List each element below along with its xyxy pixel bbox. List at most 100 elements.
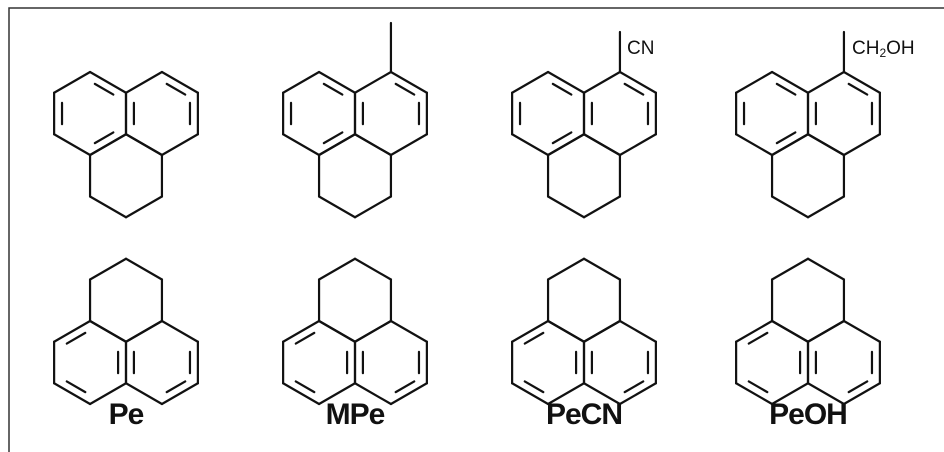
bond — [806, 257, 846, 281]
bond — [546, 382, 586, 406]
bond — [124, 195, 164, 219]
double-bond-inner-line — [394, 82, 416, 96]
double-bond-inner-line — [551, 131, 573, 145]
double-bond-inner-line — [551, 82, 573, 96]
bond — [88, 70, 128, 94]
double-bond-inner-line — [93, 82, 115, 96]
bond — [353, 133, 393, 157]
double-bond-inner-line — [775, 131, 797, 145]
frame-border — [8, 7, 944, 452]
double-bond-inner-line — [65, 380, 87, 394]
bond — [124, 70, 164, 94]
bond — [282, 319, 321, 343]
bond — [511, 70, 550, 94]
label-pe: Pe — [108, 398, 145, 431]
bond — [842, 70, 881, 94]
double-bond-inner-line — [394, 380, 416, 394]
bond — [546, 257, 586, 281]
bond — [735, 133, 774, 157]
double-bond-inner-line — [747, 331, 769, 345]
substituent-ch2oh-label: CH2OH — [852, 38, 915, 60]
bond — [806, 319, 846, 343]
label-peoh: PeOH — [769, 398, 848, 431]
double-bond-inner-line — [294, 380, 316, 394]
bond — [770, 133, 810, 157]
bond — [317, 133, 357, 157]
bond — [124, 257, 164, 281]
bond — [282, 133, 321, 157]
bond — [317, 319, 357, 343]
bond — [511, 382, 550, 406]
double-bond-inner-line — [847, 380, 869, 394]
label-mpe: MPe — [325, 398, 386, 431]
bond — [353, 382, 393, 406]
bond — [618, 319, 657, 343]
bond — [282, 382, 321, 406]
bond — [806, 382, 846, 406]
double-bond-inner-line — [165, 380, 187, 394]
bond — [806, 133, 846, 157]
bond — [353, 257, 393, 281]
double-bond-inner-line — [523, 331, 545, 345]
bond — [389, 319, 428, 343]
bond — [282, 70, 321, 94]
bond — [160, 319, 199, 343]
bond — [353, 195, 393, 219]
bond — [353, 319, 393, 343]
bond — [53, 382, 92, 406]
double-bond-inner-line — [775, 82, 797, 96]
bond — [511, 319, 550, 343]
bond — [160, 133, 199, 157]
double-bond-inner-line — [747, 380, 769, 394]
double-bond-inner-line — [523, 380, 545, 394]
double-bond-inner-line — [623, 82, 645, 96]
double-bond-inner-line — [322, 131, 344, 145]
bond — [546, 133, 586, 157]
double-bond-inner-line — [93, 131, 115, 145]
bond — [124, 319, 164, 343]
bond — [53, 70, 92, 94]
bond — [770, 70, 810, 94]
bond — [124, 133, 164, 157]
bond — [88, 319, 128, 343]
double-bond-inner-line — [322, 82, 344, 96]
bond — [582, 382, 622, 406]
bond — [88, 257, 128, 281]
bond — [511, 133, 550, 157]
bond — [842, 319, 881, 343]
bond — [618, 133, 657, 157]
bond — [806, 70, 846, 94]
bond — [88, 195, 128, 219]
bond — [88, 382, 128, 406]
bond — [770, 382, 810, 406]
bond — [806, 195, 846, 219]
bond — [317, 382, 357, 406]
label-pecn: PeCN — [545, 398, 623, 431]
bond — [317, 195, 357, 219]
bond — [124, 382, 164, 406]
bond — [53, 319, 92, 343]
bond — [582, 195, 622, 219]
double-bond-inner-line — [294, 331, 316, 345]
bond — [317, 257, 357, 281]
bond — [735, 319, 774, 343]
bond — [389, 70, 428, 94]
bond — [618, 382, 657, 406]
bond — [582, 257, 622, 281]
bond — [582, 70, 622, 94]
bond — [618, 70, 657, 94]
bond — [735, 70, 774, 94]
bond — [770, 195, 810, 219]
bond — [842, 382, 881, 406]
bond — [88, 133, 128, 157]
double-bond-inner-line — [623, 380, 645, 394]
bond — [770, 257, 810, 281]
bond — [389, 133, 428, 157]
bond — [389, 382, 428, 406]
substituent-cn-label: CN — [627, 38, 655, 59]
